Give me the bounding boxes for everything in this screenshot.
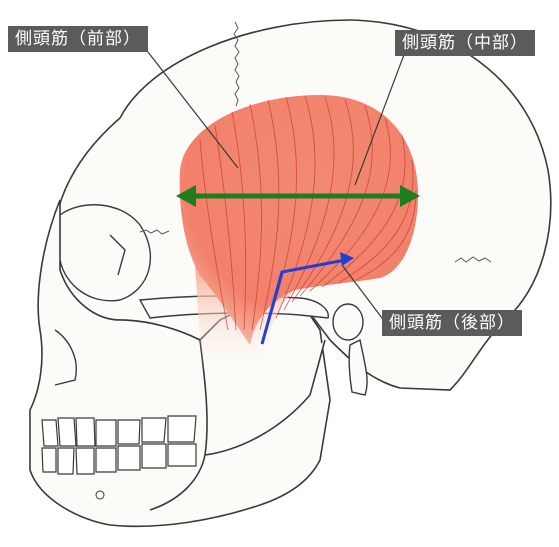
label-temporalis-middle: 側頭筋（中部）: [395, 30, 535, 56]
ear-canal: [333, 304, 363, 340]
label-temporalis-anterior: 側頭筋（前部）: [8, 26, 148, 52]
label-temporalis-posterior: 側頭筋（後部）: [382, 310, 522, 336]
